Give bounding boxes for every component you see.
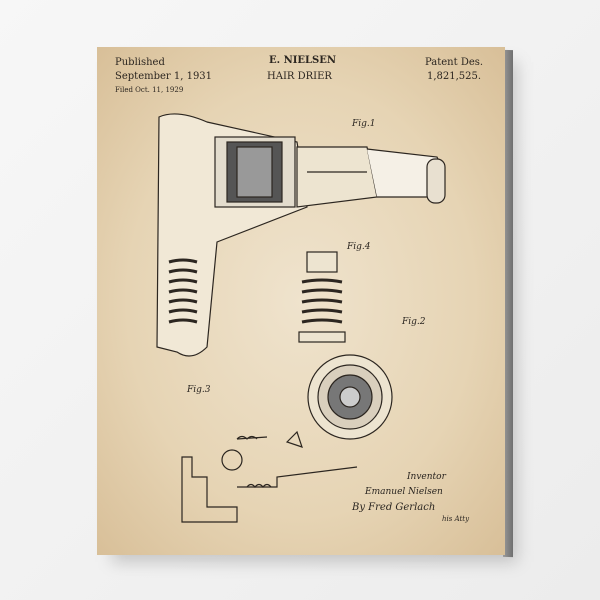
attorney-signature: By Fred Gerlach <box>352 502 436 513</box>
hair-drier-drawing <box>156 113 446 357</box>
fig4-label: Fig.4 <box>347 242 371 252</box>
patent-canvas-print: Published September 1, 1931 Filed Oct. 1… <box>97 47 505 555</box>
published-label: Published <box>115 57 165 68</box>
inventor-label: Inventor <box>407 472 446 482</box>
fig2-label: Fig.2 <box>402 317 426 327</box>
fig1-label: Fig.1 <box>352 119 376 129</box>
patent-title: HAIR DRIER <box>267 71 332 82</box>
fig3-circuit-diagram <box>181 430 358 523</box>
fig4-coil-drawing <box>298 251 346 343</box>
fig2-cross-section <box>307 354 393 440</box>
patent-number: 1,821,525. <box>427 71 482 82</box>
published-date: September 1, 1931 <box>115 71 213 82</box>
inventor-signature: Emanuel Nielsen <box>365 487 443 497</box>
patent-drawing <box>156 113 446 523</box>
attorney-suffix: his Atty <box>442 515 470 523</box>
patent-label: Patent Des. <box>425 57 484 68</box>
inventor-name: E. NIELSEN <box>269 55 337 66</box>
fig3-label: Fig.3 <box>187 385 211 395</box>
filed-date: Filed Oct. 11, 1929 <box>115 86 184 94</box>
